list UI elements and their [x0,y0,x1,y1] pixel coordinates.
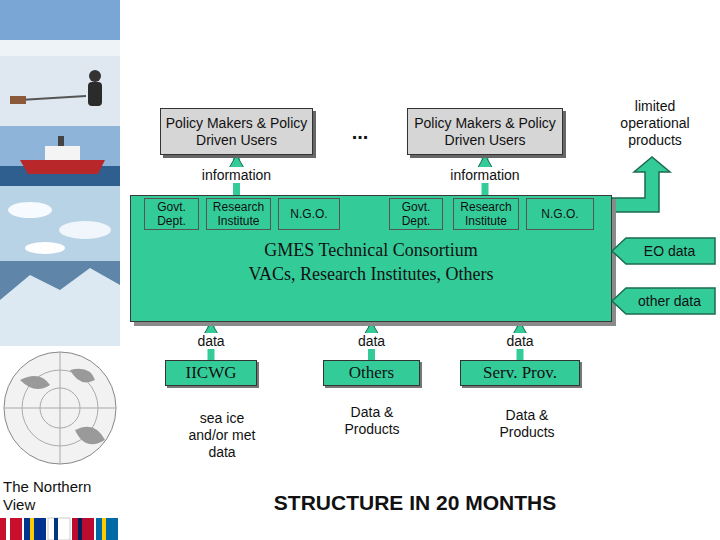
ice-floe [59,221,111,239]
edge-label: data [503,333,536,349]
member-box: N.G.O. [278,198,340,230]
map-ground [0,346,120,471]
arrow-outline [612,238,715,264]
provider-box: Others [323,360,420,386]
member-box: N.G.O. [526,198,594,230]
glacier-ice [0,268,120,346]
node-text: N.G.O. [541,207,578,221]
ship-hull [20,160,105,174]
edge-label: data [194,333,227,349]
member-box: Research Institute [453,198,519,230]
flag-cross [102,518,106,540]
sky-photo [0,0,120,56]
node-text: VACs, Research Institutes, Others [131,262,611,286]
node-text: Policy Makers & Policy Driven Users [412,115,558,149]
node-text: other data [638,293,701,310]
landmass [20,369,105,444]
input-arrow: other data [612,288,715,314]
ice-floe [8,202,52,218]
flag [96,518,118,540]
node-text: Research Institute [209,200,268,228]
snow [0,40,120,56]
explorer-body [88,82,102,106]
sled [10,96,26,104]
arrow-outline [612,288,715,314]
ice-floe [25,242,65,254]
node-text: IICWG [186,363,237,383]
flag [24,518,46,540]
output-arrow [612,157,670,212]
consortium-box: GMES Technical ConsortiumVACs, Research … [130,195,612,322]
user-box: Policy Makers & Policy Driven Users [160,108,313,155]
note-label: Data & Products [477,407,577,441]
ice-sea-photo [0,186,120,261]
provider-box: IICWG [165,360,257,386]
flags [0,518,118,540]
flag-cross [6,518,10,540]
member-box: Govt. Dept. [144,198,199,230]
note-label: The Northern View [3,478,107,514]
edge-label: information [199,167,274,183]
note-label: ... [345,120,375,144]
provider-box: Serv. Prov. [460,360,580,386]
snowfield-photo [0,56,120,126]
photo-strip [0,0,120,540]
node-text: Govt. Dept. [392,200,440,228]
ship-mast [58,136,64,146]
polar-map [4,352,116,464]
meridian [60,352,61,464]
note-label: Data & Products [322,404,422,438]
edge-label: data [355,333,388,349]
user-box: Policy Makers & Policy Driven Users [407,108,563,155]
flag [0,518,22,540]
node-text: Serv. Prov. [483,363,557,383]
note-label: sea ice and/or met data [182,410,262,461]
node-text: Research Institute [456,200,516,228]
glacier-photo [0,261,120,346]
flag-cross [78,518,82,540]
node-text: Others [349,363,394,383]
flag-cross [30,518,34,540]
sled-line [20,96,86,100]
flag [48,518,70,540]
node-text: EO data [644,243,695,260]
edge-label: information [447,167,522,183]
explorer-head [89,70,101,82]
node-text: N.G.O. [290,207,327,221]
flag [72,518,94,540]
note-label: STRUCTURE IN 20 MONTHS [230,490,600,515]
ship-deck [45,146,80,160]
input-arrow: EO data [612,238,715,264]
member-box: Govt. Dept. [389,198,443,230]
member-box: Research Institute [206,198,271,230]
node-text: Govt. Dept. [147,200,196,228]
flag-cross [54,518,58,540]
node-text: Policy Makers & Policy Driven Users [165,115,308,149]
node-text: GMES Technical Consortium [131,238,611,262]
note-label: limited operational products [600,98,710,149]
